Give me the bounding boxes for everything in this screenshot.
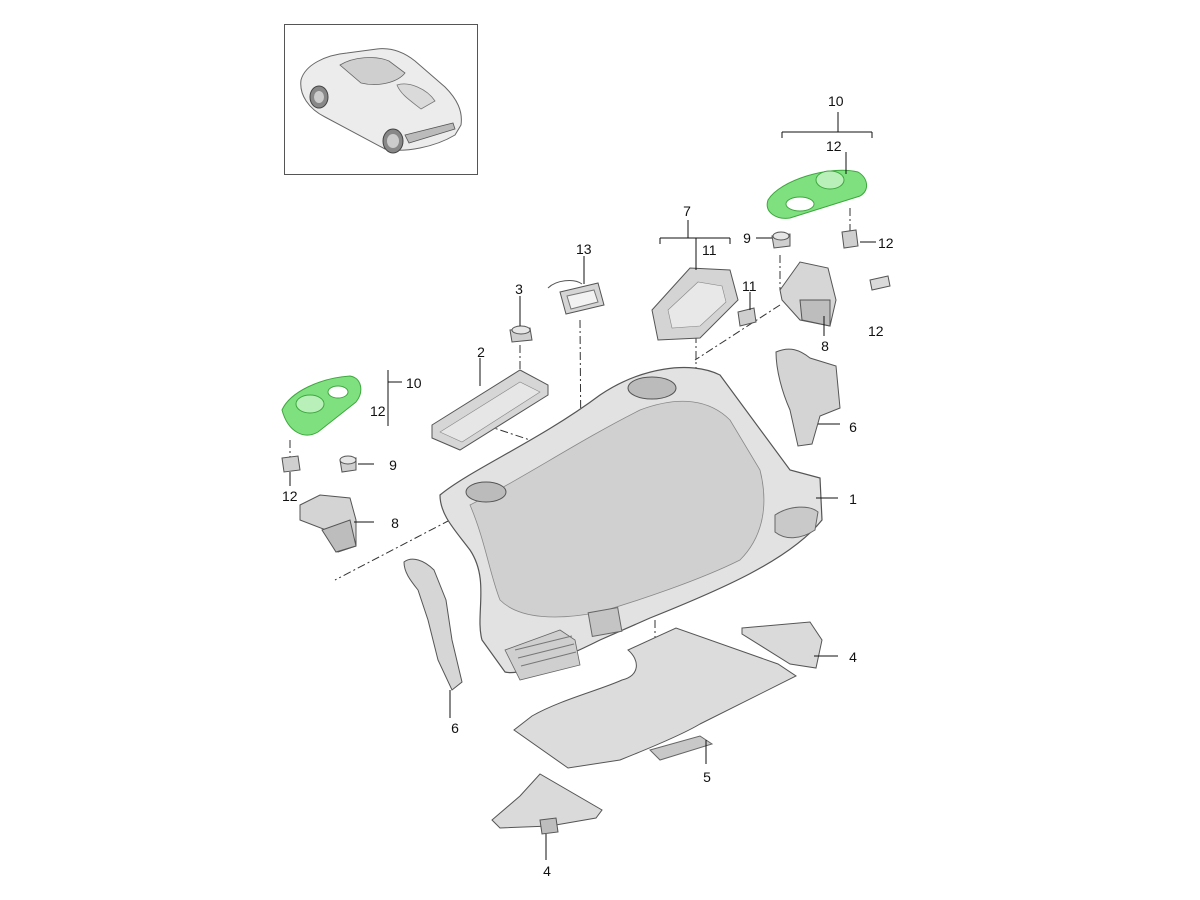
part-5-floor-mat [513, 627, 797, 769]
part-12-clip-left [281, 455, 301, 473]
part-12-clips-right [841, 229, 891, 291]
callout-12-right-lower: 12 [868, 323, 884, 339]
part-4-lower-cover [491, 773, 603, 835]
car-illustration [300, 48, 462, 154]
callout-13: 13 [576, 241, 592, 257]
leader-lines [289, 112, 876, 860]
part-4-upper-cover [741, 621, 823, 669]
callout-7: 7 [683, 203, 691, 219]
callout-11-lower: 11 [742, 278, 757, 294]
callout-2: 2 [477, 344, 485, 360]
callout-9-left: 9 [389, 457, 397, 473]
callout-4-upper: 4 [849, 649, 857, 665]
callout-12-left-top: 12 [370, 403, 386, 419]
callout-8-right: 8 [821, 338, 829, 354]
callout-12-left-clip: 12 [282, 488, 298, 504]
part-3-nut [509, 325, 533, 343]
callout-3: 3 [515, 281, 523, 297]
part-9-right-cap [771, 231, 791, 249]
callout-12-right-top: 12 [826, 138, 842, 154]
callout-5: 5 [703, 769, 711, 785]
callout-12-right-clip: 12 [878, 235, 894, 251]
part-10-left-green-trim [281, 375, 362, 436]
callout-10-left: 10 [406, 375, 422, 391]
callout-6-right: 6 [849, 419, 857, 435]
callout-10-right: 10 [828, 93, 844, 109]
callout-1: 1 [849, 491, 857, 507]
callout-4-lower: 4 [543, 863, 551, 879]
callout-9-right: 9 [743, 230, 751, 246]
part-13-lamp [547, 280, 605, 315]
vehicle-thumbnail [284, 24, 478, 175]
part-9-left-cap [339, 455, 357, 473]
part-10-right-green-trim [766, 169, 867, 219]
callout-6-left: 6 [451, 720, 459, 736]
part-8-left-bracket [299, 494, 357, 553]
part-6-left-trim [403, 558, 463, 691]
callout-11-upper: 11 [702, 242, 717, 258]
part-6-right-trim [775, 348, 841, 447]
part-7-bracket [651, 267, 757, 341]
part-8-right-bracket [779, 261, 837, 327]
callout-8-left: 8 [391, 515, 399, 531]
part-1-trunk-liner [439, 366, 823, 681]
part-2-panel [431, 369, 549, 451]
